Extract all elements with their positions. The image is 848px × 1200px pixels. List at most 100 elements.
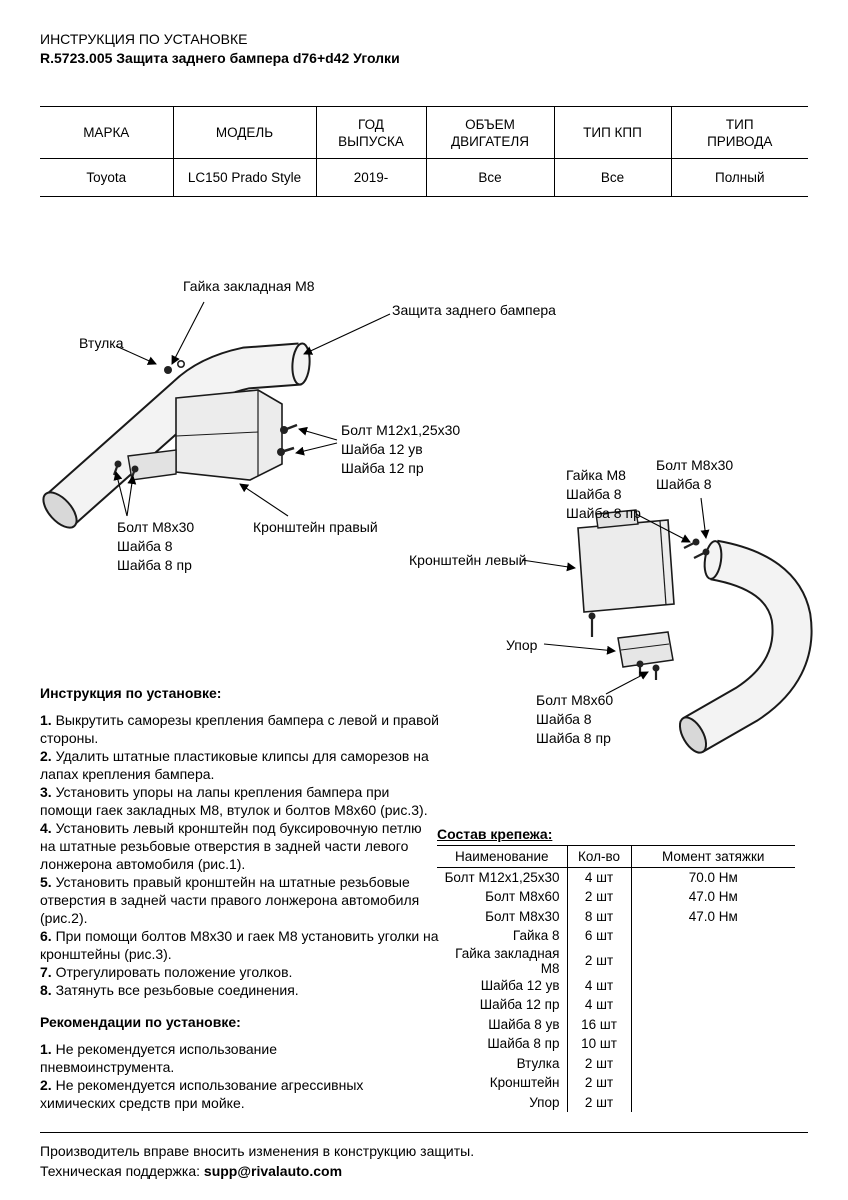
tube-open-end (42, 491, 78, 529)
step-number: 1. (40, 712, 52, 728)
recommendations-title: Рекомендации по установке: (40, 1014, 241, 1030)
label-nut-m8: Гайка М8 Шайба 8 Шайба 8 пр (566, 467, 641, 521)
step-number: 3. (40, 784, 52, 800)
part-torque: 70.0 Нм (630, 867, 795, 887)
bolts-m12-icons (277, 423, 298, 456)
part-qty: 4 шт (566, 995, 631, 1015)
document-header: ИНСТРУКЦИЯ ПО УСТАНОВКЕ R.5723.005 Защит… (40, 30, 400, 68)
vehicle-engine: Все (425, 158, 554, 197)
fasteners-section: Состав крепежа: Наименование Кол-во Моме… (437, 826, 795, 1112)
part-qty: 6 шт (566, 926, 631, 946)
part-qty: 2 шт (566, 1073, 631, 1093)
step-text: Установить левый кронштейн под буксирово… (40, 820, 422, 872)
table-row: Кронштейн 2 шт (437, 1073, 795, 1093)
fasteners-table: Наименование Кол-во Момент затяжки Болт … (437, 845, 795, 1112)
instruction-step: 1. Выкрутить саморезы крепления бампера … (40, 711, 440, 747)
part-qty: 8 шт (566, 906, 631, 926)
table-row: Шайба 12 пр 4 шт (437, 995, 795, 1015)
part-name: Шайба 8 ув (488, 1016, 560, 1032)
label-bracket-left: Кронштейн левый (409, 552, 527, 568)
rivet-nut-and-bushing-icons (164, 360, 186, 374)
step-number: 8. (40, 982, 52, 998)
label-bolt-m8x60: Болт М8х60 Шайба 8 Шайба 8 пр (536, 692, 614, 746)
part-qty: 4 шт (566, 867, 631, 887)
instruction-step: 2. Удалить штатные пластиковые клипсы дл… (40, 747, 440, 783)
part-torque (630, 1053, 795, 1073)
step-number: 6. (40, 928, 52, 944)
vehicle-col-drive: ТИП ПРИВОДА (670, 106, 808, 159)
part-name: Кронштейн (489, 1075, 560, 1091)
footer-note: Производитель вправе вносить изменения в… (40, 1143, 475, 1159)
table-row: Гайка 8 6 шт (437, 926, 795, 946)
step-text: Не рекомендуется использование пневмоинс… (40, 1041, 278, 1075)
part-torque: 47.0 Нм (630, 906, 795, 926)
col-part-name: Наименование (437, 845, 567, 868)
vehicle-col-model: МОДЕЛЬ (172, 106, 316, 159)
instruction-step: 5. Установить правый кронштейн на штатны… (40, 873, 440, 927)
part-qty: 2 шт (566, 1092, 631, 1112)
tube-open-end (678, 716, 708, 754)
footer-support: Техническая поддержка: supp@rivalauto.co… (40, 1161, 808, 1181)
instruction-step: 3. Установить упоры на лапы крепления ба… (40, 783, 440, 819)
part-torque (630, 1073, 795, 1093)
label-bracket-right: Кронштейн правый (253, 519, 378, 535)
part-torque (630, 1092, 795, 1112)
step-text: Не рекомендуется использование агрессивн… (40, 1077, 364, 1111)
label-stop: Упор (506, 637, 538, 653)
stop-bracket (617, 631, 674, 680)
part-torque (630, 975, 795, 995)
vehicle-gearbox: Все (553, 158, 671, 197)
fasteners-title: Состав крепежа: (437, 826, 553, 842)
support-label: Техническая поддержка: (40, 1163, 204, 1179)
part-torque (630, 1014, 795, 1034)
corner-tube-left (678, 539, 813, 754)
assembly-diagrams (42, 301, 813, 754)
step-text: Установить правый кронштейн на штатные р… (40, 874, 420, 926)
part-qty: 2 шт (566, 887, 631, 907)
label-rear-bumper-guard: Защита заднего бампера (392, 302, 556, 318)
bolts-tube-cap-icons (683, 538, 710, 559)
step-number: 7. (40, 964, 52, 980)
vehicle-table: МАРКА МОДЕЛЬ ГОД ВЫПУСКА ОБЪЕМ ДВИГАТЕЛЯ… (40, 106, 808, 197)
recommendation-item: 2. Не рекомендуется использование агресс… (40, 1076, 440, 1112)
part-torque: 47.0 Нм (630, 887, 795, 907)
document-title: ИНСТРУКЦИЯ ПО УСТАНОВКЕ (40, 31, 248, 47)
fasteners-header-row: Наименование Кол-во Момент затяжки (437, 845, 795, 868)
step-text: Удалить штатные пластиковые клипсы для с… (40, 748, 429, 782)
part-qty: 16 шт (566, 1014, 631, 1034)
part-torque (630, 926, 795, 946)
step-text: Установить упоры на лапы крепления бампе… (40, 784, 428, 818)
step-number: 2. (40, 748, 52, 764)
part-qty: 2 шт (566, 945, 631, 976)
instruction-step: 8. Затянуть все резьбовые соединения. (40, 981, 440, 999)
step-number: 5. (40, 874, 52, 890)
table-row: Toyota LC150 Prado Style 2019- Все Все П… (40, 158, 808, 197)
part-torque (630, 1034, 795, 1054)
label-bushing: Втулка (79, 335, 124, 351)
part-qty: 10 шт (566, 1034, 631, 1054)
table-row: Шайба 8 ув 16 шт (437, 1014, 795, 1034)
vehicle-model: LC150 Prado Style (172, 158, 316, 197)
step-number: 2. (40, 1077, 52, 1093)
step-text: Отрегулировать положение уголков. (55, 964, 293, 980)
vehicle-col-gearbox: ТИП КПП (553, 106, 671, 159)
vehicle-year: 2019- (315, 158, 426, 197)
part-torque (630, 945, 795, 976)
diagram-right-assembly (42, 301, 391, 529)
instruction-step: 4. Установить левый кронштейн под буксир… (40, 819, 440, 873)
part-qty: 4 шт (566, 975, 631, 995)
part-name: Гайка 8 (512, 928, 560, 944)
part-name: Шайба 12 пр (479, 997, 560, 1013)
vehicle-col-year: ГОД ВЫПУСКА (315, 106, 426, 159)
bolts-m8x30-icons (112, 460, 139, 481)
step-number: 4. (40, 820, 52, 836)
